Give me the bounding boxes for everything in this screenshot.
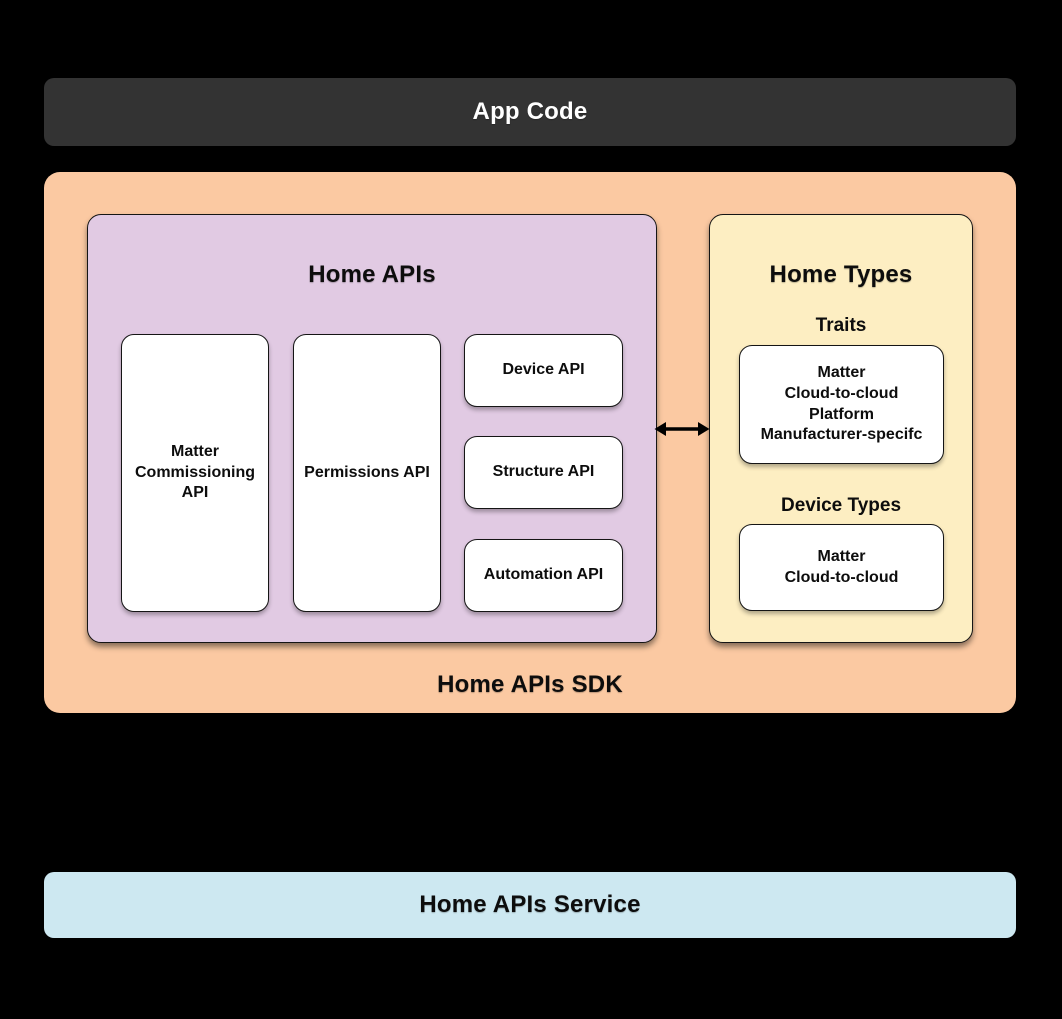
traits-box: Matter Cloud-to-cloud Platform Manufactu… [739, 345, 944, 464]
home-apis-title: Home APIs [308, 261, 436, 288]
traits-label: Traits [815, 315, 867, 336]
home-apis-sdk-box: Home APIs Matter Commissioning API Permi… [44, 172, 1016, 713]
traits-items-label: Matter Cloud-to-cloud Platform Manufactu… [760, 363, 923, 444]
automation-api-box: Automation API [464, 539, 623, 612]
home-apis-sdk-label: Home APIs SDK [437, 671, 623, 698]
home-apis-service-box: Home APIs Service [44, 872, 1016, 938]
home-types-box: Home Types Traits Matter Cloud-to-cloud … [709, 214, 973, 643]
device-types-label: Device Types [780, 495, 902, 516]
home-types-title: Home Types [769, 261, 913, 288]
automation-api-label: Automation API [483, 566, 604, 584]
structure-api-label: Structure API [492, 463, 595, 481]
matter-commissioning-api-box: Matter Commissioning API [121, 334, 269, 612]
app-code-label: App Code [472, 98, 588, 125]
home-apis-service-label: Home APIs Service [419, 891, 641, 918]
structure-api-box: Structure API [464, 436, 623, 509]
permissions-api-box: Permissions API [293, 334, 441, 612]
device-types-items-label: Matter Cloud-to-cloud [784, 547, 899, 586]
device-types-box: Matter Cloud-to-cloud [739, 524, 944, 611]
device-api-label: Device API [502, 361, 585, 379]
home-apis-box: Home APIs Matter Commissioning API Permi… [87, 214, 657, 643]
device-api-box: Device API [464, 334, 623, 407]
permissions-api-label: Permissions API [304, 463, 430, 481]
app-code-box: App Code [44, 78, 1016, 146]
matter-commissioning-api-label: Matter Commissioning API [134, 442, 255, 502]
bidirectional-arrow-icon [654, 422, 710, 436]
